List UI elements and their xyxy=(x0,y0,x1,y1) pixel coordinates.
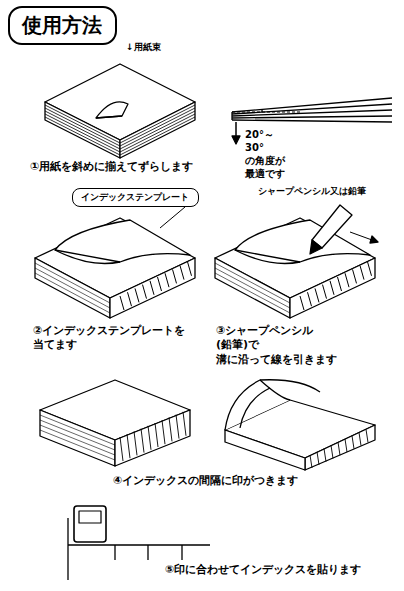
stroke xyxy=(331,445,333,458)
stroke xyxy=(128,292,132,306)
stroke xyxy=(35,273,110,313)
stroke xyxy=(345,439,347,452)
step-label: シャープペンシル又は鉛筆 xyxy=(258,186,366,198)
template-stack xyxy=(35,207,195,318)
marked-stack xyxy=(40,380,190,466)
stroke xyxy=(300,296,304,310)
stroke xyxy=(310,455,312,468)
stroke xyxy=(120,105,195,143)
callout-box: インデックステンプレート xyxy=(72,188,199,207)
stroke xyxy=(323,285,327,299)
stroke xyxy=(330,281,334,295)
stroke xyxy=(134,431,137,455)
stroke xyxy=(120,108,195,146)
stroke xyxy=(120,114,195,152)
step-label: ②インデックステンプレートを 当てます xyxy=(33,324,185,353)
stroke xyxy=(353,269,357,283)
callout-text: インデックステンプレート xyxy=(81,191,190,204)
pencil-stack xyxy=(215,205,378,318)
stroke xyxy=(143,285,147,299)
stroke xyxy=(352,436,354,449)
step-label: ③シャープペンシル(鉛筆)で 溝に沿って線を引きます xyxy=(216,324,337,367)
title-text: 使用方法 xyxy=(22,12,103,39)
stroke xyxy=(148,426,151,450)
stroke xyxy=(120,111,195,149)
stroke xyxy=(215,268,290,308)
step-label: 20°～30°の角度が 最適です xyxy=(245,128,285,180)
step-label: ④インデックスの間隔に印がつきます xyxy=(113,474,298,488)
stroke xyxy=(158,277,162,291)
stroke xyxy=(40,415,115,445)
fanned-stack xyxy=(225,380,375,470)
stroke xyxy=(176,415,179,439)
stroke xyxy=(308,292,312,306)
step-label: ①用紙を斜めに揃えてずらします xyxy=(30,160,193,174)
stroke xyxy=(360,266,364,280)
title-box: 使用方法 xyxy=(8,6,117,45)
stroke xyxy=(180,266,184,280)
stroke xyxy=(155,423,158,447)
stroke xyxy=(127,434,130,458)
stroke xyxy=(40,425,115,455)
stroke xyxy=(120,296,124,310)
stroke xyxy=(40,430,115,460)
stroke xyxy=(120,117,195,155)
step-label: ⑤印に合わせてインデックスを貼ります xyxy=(165,563,361,577)
stroke xyxy=(165,273,169,287)
stroke xyxy=(324,449,326,462)
stroke xyxy=(366,429,368,442)
stroke xyxy=(141,429,144,453)
stroke xyxy=(35,263,110,303)
stroke xyxy=(338,277,342,291)
stroke xyxy=(317,452,319,465)
stroke xyxy=(162,420,165,444)
stroke xyxy=(120,437,123,461)
stroke xyxy=(45,114,120,152)
stroke xyxy=(315,288,319,302)
stroke xyxy=(368,262,372,276)
stroke xyxy=(169,417,172,441)
stroke xyxy=(345,273,349,287)
stroke xyxy=(183,412,186,436)
stroke xyxy=(40,420,115,450)
stroke xyxy=(173,269,177,283)
step-label: ↓用紙束 xyxy=(126,42,161,54)
stroke xyxy=(35,268,110,308)
stroke xyxy=(188,262,192,276)
stroke xyxy=(150,281,154,295)
stroke xyxy=(338,442,340,455)
stroke xyxy=(215,263,290,303)
stroke xyxy=(45,117,120,155)
stroke xyxy=(135,288,139,302)
stroke xyxy=(359,433,361,446)
stroke xyxy=(215,273,290,313)
paper-stack xyxy=(45,64,195,158)
